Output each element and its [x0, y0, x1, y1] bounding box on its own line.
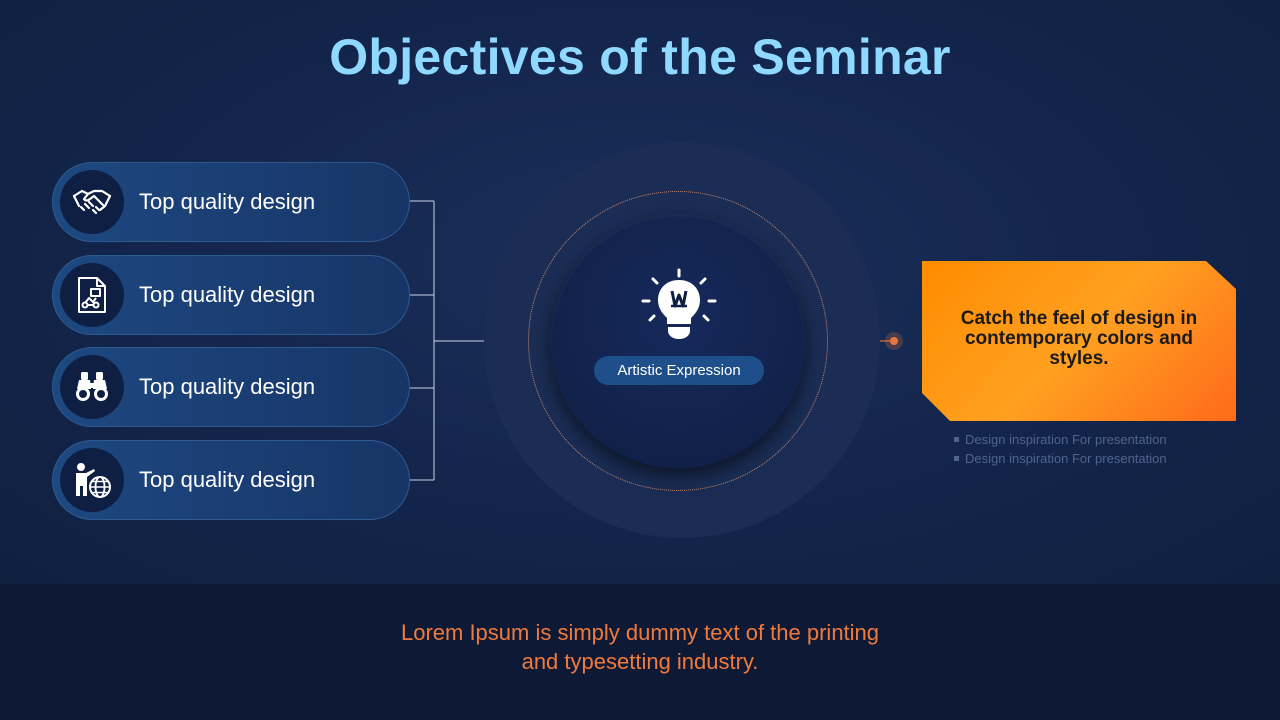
presenter-globe-icon [60, 448, 124, 512]
bullet-list: Design inspiration For presentation Desi… [954, 430, 1167, 468]
objective-item-1: Top quality design [52, 162, 410, 242]
binoculars-icon [60, 355, 124, 419]
objective-item-2: Top quality design [52, 255, 410, 335]
callout-box [922, 261, 1236, 421]
objective-label: Top quality design [139, 282, 316, 307]
objective-item-4: Top quality design [52, 440, 410, 520]
bullet-item: Design inspiration For presentation [954, 430, 1167, 449]
objective-label: Top quality design [139, 467, 316, 492]
center-circle [551, 214, 805, 468]
connector-dot [890, 337, 898, 345]
objective-item-3: Top quality design [52, 347, 410, 427]
slide-title: Objectives of the Seminar [329, 29, 951, 85]
footer-bar [0, 584, 1280, 720]
center-label: Artistic Expression [594, 356, 764, 385]
bullet-item: Design inspiration For presentation [954, 449, 1167, 468]
footer-line-1: Lorem Ipsum is simply dummy text of the … [400, 620, 880, 645]
lightbulb-icon [641, 268, 717, 339]
footer-text: Lorem Ipsum is simply dummy text of the … [0, 618, 1280, 676]
center-dotted-ring [528, 191, 828, 491]
callout-text: Catch the feel of design in contemporary… [960, 308, 1198, 369]
document-chart-icon [60, 263, 124, 327]
objective-label: Top quality design [139, 189, 316, 214]
objective-label: Top quality design [139, 374, 316, 399]
handshake-icon [60, 170, 124, 234]
footer-line-2: and typesetting industry. [521, 649, 759, 674]
